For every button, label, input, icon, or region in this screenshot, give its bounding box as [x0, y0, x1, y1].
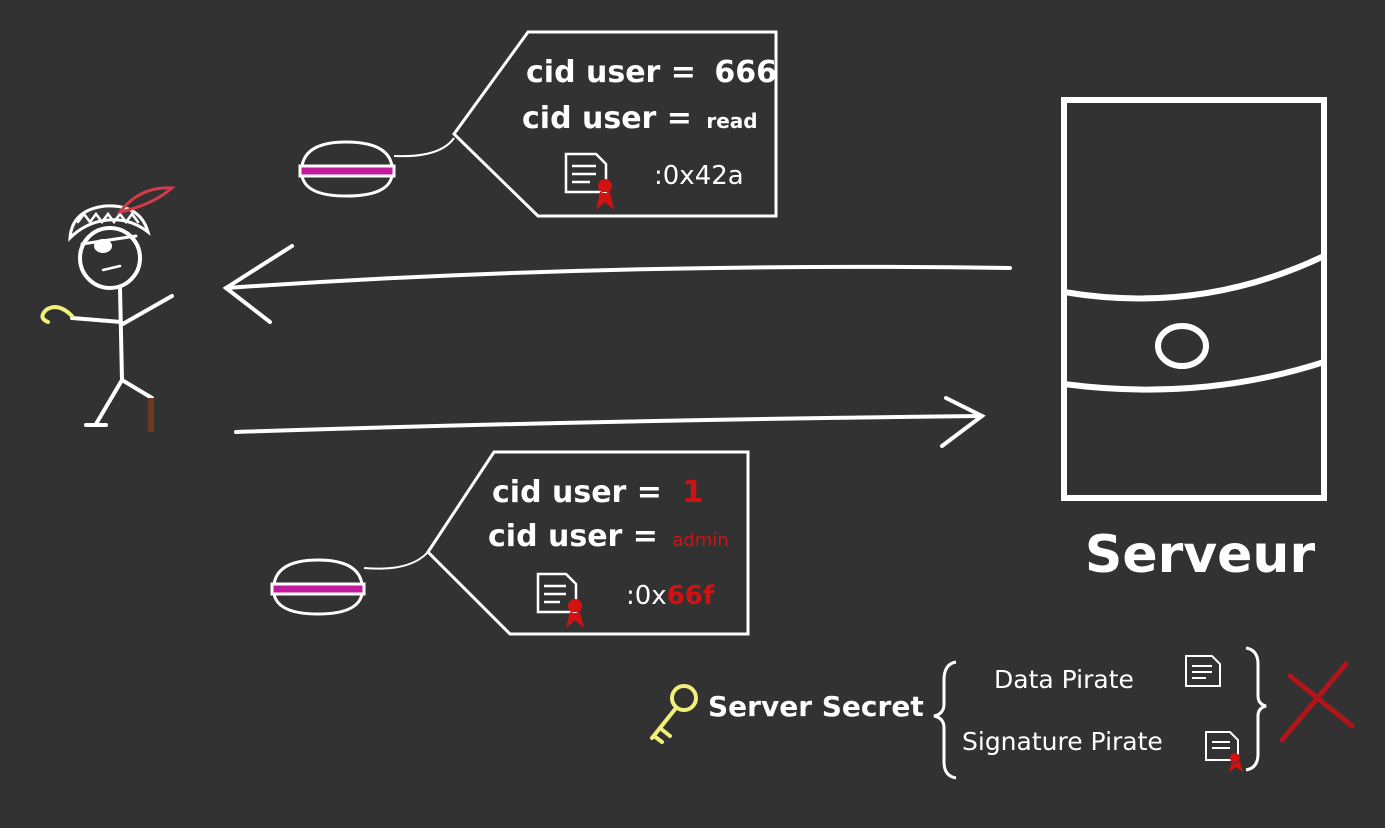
cookie-signature: :0x66f	[626, 581, 715, 611]
cookie-line-user-role: cid user = admin	[488, 519, 729, 554]
callout-tail	[363, 551, 429, 570]
document-icon	[536, 572, 578, 614]
red-cross-icon	[1279, 661, 1355, 743]
document-icon	[564, 152, 608, 194]
hook-icon	[40, 305, 74, 324]
right-brace	[1245, 646, 1267, 772]
wax-seal-icon	[566, 599, 584, 628]
wax-seal-icon	[1229, 753, 1243, 772]
macaron-cookie-icon	[298, 140, 396, 198]
left-brace	[933, 660, 957, 780]
pirate-figure	[68, 204, 174, 427]
response-cookie: cid user = 666 cid user = read :0x42a	[298, 30, 778, 218]
response-arrow	[222, 244, 1012, 324]
document-icon	[1185, 655, 1221, 687]
feather-icon	[116, 186, 176, 215]
callout-border	[426, 450, 750, 636]
cookie-signature: :0x42a	[654, 161, 744, 191]
request-cookie: cid user = 1 cid user = admin :0x66f	[270, 450, 750, 636]
callout-tail	[393, 137, 455, 158]
wax-seal-icon	[596, 179, 614, 210]
cookie-line-user-role: cid user = read	[522, 101, 758, 136]
document-icon	[1205, 731, 1239, 761]
callout-border	[452, 30, 778, 218]
key-icon	[650, 684, 698, 744]
cookie-line-user-id: cid user = 666	[526, 55, 777, 90]
macaron-cookie-icon	[270, 558, 366, 616]
request-arrow	[234, 396, 986, 448]
server-label: Serveur	[1085, 525, 1316, 585]
wooden-leg	[148, 398, 154, 432]
server-icon	[1061, 97, 1327, 501]
cookie-line-user-id: cid user = 1	[492, 475, 703, 510]
server-secret-label: Server Secret	[708, 690, 924, 723]
signature-pirate-label: Signature Pirate	[962, 727, 1163, 756]
data-pirate-label: Data Pirate	[994, 665, 1134, 694]
